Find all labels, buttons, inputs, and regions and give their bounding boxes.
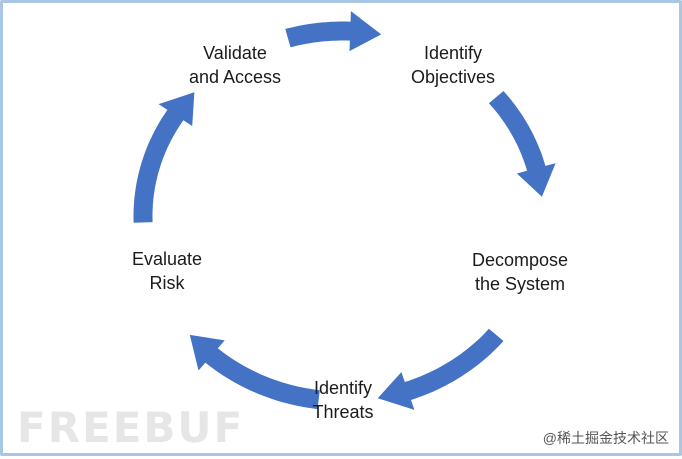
step-label-line: Identify <box>423 43 483 63</box>
step-label-line: Evaluate <box>131 249 203 269</box>
step-label-line: and Access <box>188 67 282 87</box>
step-identify-objectives: Identify Objectives <box>403 41 503 89</box>
cycle-arrows <box>133 11 556 410</box>
step-label-line: Risk <box>149 273 185 293</box>
step-label-line: Validate <box>203 43 267 63</box>
step-evaluate-risk: Evaluate Risk <box>117 247 217 295</box>
step-label-line: Threats <box>312 402 374 422</box>
arrow-decompose-to-threats <box>377 328 504 410</box>
watermark-logo: FREEBUF <box>17 403 245 452</box>
step-validate-access: Validate and Access <box>179 41 291 89</box>
watermark-credit: @稀土掘金技术社区 <box>542 430 669 446</box>
step-identify-threats: Identify Threats <box>293 376 393 424</box>
arrow-objectives-to-decompose <box>488 91 556 197</box>
step-label-line: Decompose <box>471 250 569 270</box>
arrow-threats-to-risk <box>189 334 320 410</box>
step-label-line: Objectives <box>410 67 496 87</box>
step-label-line: Identify <box>313 378 373 398</box>
step-label-line: the System <box>474 274 566 294</box>
arrow-validate-to-objectives <box>285 11 382 52</box>
step-decompose-system: Decompose the System <box>463 248 577 296</box>
arrow-risk-to-validate <box>133 92 195 223</box>
